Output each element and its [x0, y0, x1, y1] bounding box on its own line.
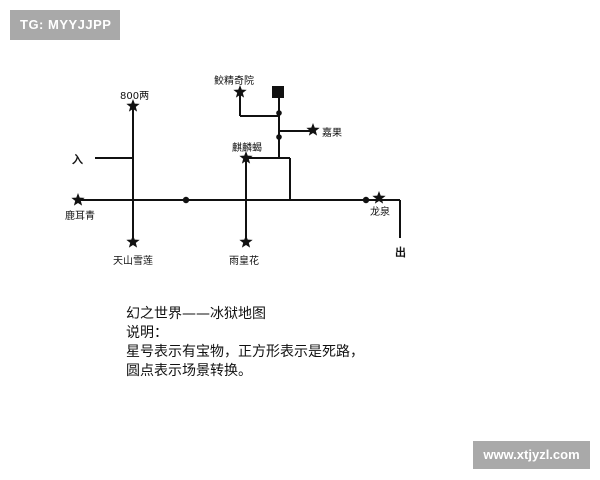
transition-dot-east: [362, 196, 370, 204]
label-jiao-jing: 鲛精奇院: [214, 76, 254, 87]
star-icon: [372, 191, 386, 204]
label-tian-shan: 天山雪莲: [113, 256, 153, 267]
caption-title: 幻之世界——冰狱地图: [126, 306, 266, 322]
watermark-bottom-right: www.xtjyzl.com: [473, 441, 590, 469]
caption-line-1: 说明：: [126, 325, 168, 341]
label-800: 800两: [120, 91, 150, 102]
transition-dot-center: [182, 196, 190, 204]
label-yu-huang: 雨皇花: [229, 256, 259, 267]
star-icon: [126, 235, 140, 248]
label-exit: 出: [395, 246, 406, 259]
dead-end-square: [272, 86, 284, 98]
label-lu-er: 鹿耳青: [65, 211, 95, 222]
star-icon: [239, 235, 253, 248]
map-roads: [78, 93, 401, 242]
map-caption: 幻之世界——冰狱地图 说明： 星号表示有宝物，正方形表示是死路， 圆点表示场景转…: [126, 305, 364, 381]
scene-transition-dots: [182, 110, 370, 204]
star-icon: [126, 99, 140, 112]
star-icon: [233, 85, 247, 98]
label-long-quan: 龙泉: [370, 207, 390, 218]
caption-line-2: 星号表示有宝物，正方形表示是死路，: [126, 344, 364, 360]
star-icon: [239, 151, 253, 164]
transition-dot-mid: [276, 134, 282, 140]
transition-dot-north: [276, 110, 282, 116]
label-qi-lin: 麒麟蝎: [232, 143, 262, 154]
star-icon: [71, 193, 85, 206]
watermark-top-left: TG: MYYJJPP: [10, 10, 120, 40]
label-jia-guo: 嘉果: [322, 128, 342, 139]
caption-line-3: 圆点表示场景转换。: [126, 363, 252, 379]
label-entrance: 入: [72, 153, 83, 166]
star-icon: [306, 123, 320, 136]
treasure-stars: [71, 85, 386, 248]
